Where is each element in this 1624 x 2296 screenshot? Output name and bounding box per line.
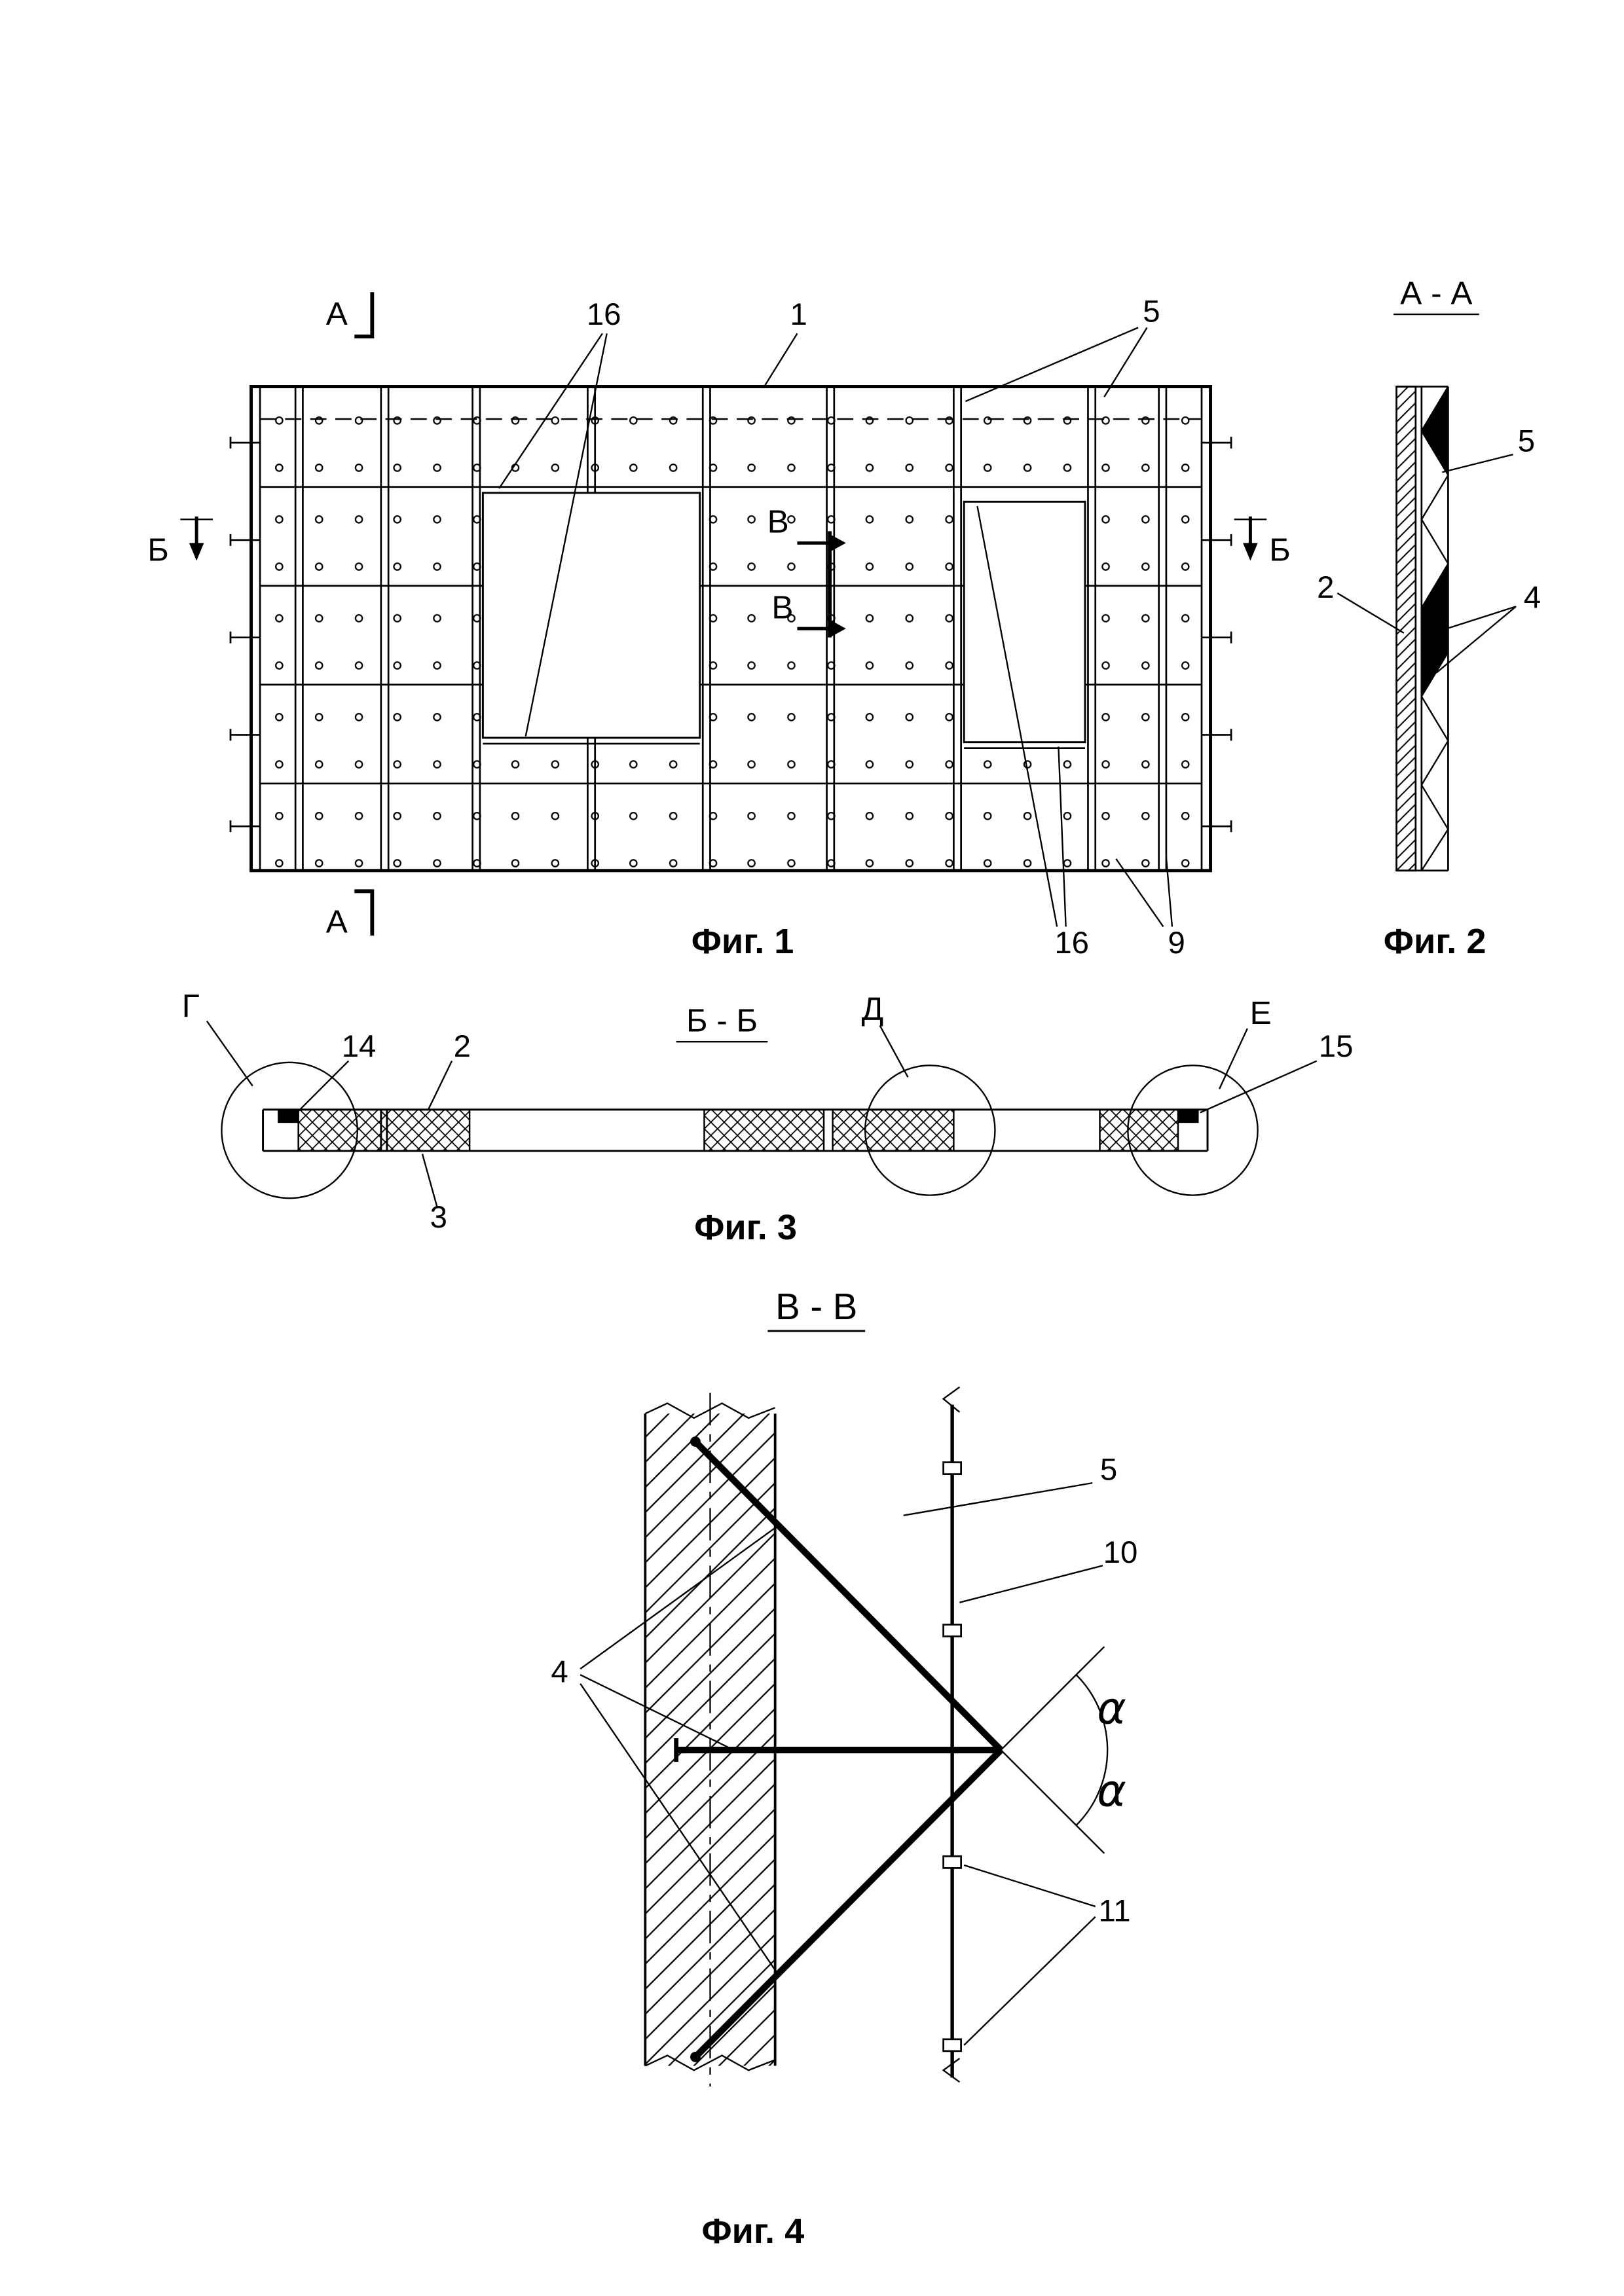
fig4-anchor-hook-top xyxy=(690,1436,701,1447)
fig1-section-v-label-upper: В xyxy=(767,503,789,540)
fig4-anchor-hook-bottom xyxy=(690,2051,701,2062)
fig3-ref-15-label: 15 xyxy=(1319,1029,1354,1064)
fig1-horizontal-joint-lines xyxy=(260,486,1202,785)
fig4-caption: Фиг. 4 xyxy=(702,2212,805,2251)
fig3-section-title: Б - Б xyxy=(686,1002,758,1038)
fig1-section-b-arrowhead-left xyxy=(189,543,204,561)
fig3-corner-angle-right xyxy=(1177,1109,1199,1123)
fig3-ref-2-label: 2 xyxy=(454,1029,471,1064)
fig1-ref-16-bottom-label: 16 xyxy=(1054,926,1089,960)
fig2-caption: Фиг. 2 xyxy=(1384,922,1486,961)
fig3-caption: Фиг. 3 xyxy=(694,1208,797,1247)
fig4-clip-4 xyxy=(942,2038,962,2052)
fig3-detail-e-label: Е xyxy=(1250,994,1272,1031)
fig4-leader-lines xyxy=(580,1482,1103,2046)
fig3-panel-segment-3 xyxy=(832,1108,955,1152)
fig2-section-a-a: А - А 5 2 4 Фиг. 2 xyxy=(1317,274,1541,961)
fig3-panel-segment-4 xyxy=(1099,1108,1179,1152)
fig4-clip-3 xyxy=(942,1855,962,1869)
fig3-leader-lines xyxy=(206,1020,1318,1207)
fig3-panel-segment-2 xyxy=(703,1108,825,1152)
fig1-ref-9-label: 9 xyxy=(1168,926,1185,960)
fig1-section-a-mark-top xyxy=(354,292,375,338)
fig4-clip-1 xyxy=(942,1461,962,1475)
fig4-ref-10-label: 10 xyxy=(1103,1535,1138,1570)
fig1-section-v-arrowhead-upper xyxy=(830,534,846,552)
fig1-section-a-mark-bottom xyxy=(354,889,375,936)
fig4-angle-extension-lines xyxy=(1000,1646,1105,1854)
fig4-angle-arc xyxy=(1075,1674,1109,1826)
fig1-section-a-label-top: А xyxy=(326,295,348,332)
fig1-ref-1-label: 1 xyxy=(790,297,807,332)
fig1-edge-anchor-ticks xyxy=(229,437,1232,833)
fig1-ref-5-label: 5 xyxy=(1143,294,1160,329)
fig3-corner-angle-left xyxy=(278,1109,299,1123)
fig2-section-title: А - А xyxy=(1400,274,1472,311)
fig3-detail-d-label: Д xyxy=(862,990,884,1027)
fig4-sheet-break-top xyxy=(942,1386,961,1413)
fig2-ref-2-label: 2 xyxy=(1317,570,1334,605)
fig2-filled-gussets xyxy=(1421,386,1449,697)
fig3-detail-circle-g xyxy=(221,1061,358,1199)
fig1-opening-left xyxy=(481,492,701,739)
fig3-ref-3-label: 3 xyxy=(430,1200,447,1235)
fig1-section-b-label-left: Б xyxy=(147,531,169,568)
fig4-section-v-v: В - В 5 10 4 α α 11 Фиг. 4 xyxy=(551,1286,1137,2251)
fig3-detail-circle-e xyxy=(1127,1065,1259,1196)
fig1-section-b-arrowhead-right xyxy=(1243,543,1258,561)
fig1-outer-border xyxy=(249,385,1213,873)
fig4-wall-break-bottom xyxy=(644,2054,776,2071)
fig3-panel-segment-1 xyxy=(297,1108,471,1152)
fig4-section-title: В - В xyxy=(775,1286,857,1327)
fig3-detail-g-label: Г xyxy=(182,987,200,1024)
fig4-alpha-upper-label: α xyxy=(1097,1683,1126,1734)
fig4-ref-11-label: 11 xyxy=(1098,1894,1130,1929)
fig1-section-a-label-bottom: А xyxy=(326,903,348,939)
fig2-ref-5-label: 5 xyxy=(1518,424,1535,459)
fig1-section-v-label-lower: В xyxy=(771,589,793,625)
fig1-section-b-label-right: Б xyxy=(1269,531,1291,568)
fig2-panel-sheet-section xyxy=(1395,386,1417,872)
fig4-ref-5-label: 5 xyxy=(1100,1453,1117,1487)
fig2-ref-4-label: 4 xyxy=(1524,581,1541,615)
fig1-ref-16-top-label: 16 xyxy=(587,297,621,332)
fig3-detail-circle-d xyxy=(864,1065,996,1196)
fig2-leader-lines xyxy=(1337,454,1517,674)
fig4-alpha-lower-label: α xyxy=(1097,1765,1126,1817)
fig1-section-v-arrowhead-lower xyxy=(830,619,846,638)
fig1-caption: Фиг. 1 xyxy=(692,922,794,961)
fig3-strip-outline xyxy=(262,1108,1209,1152)
fig1-leader-lines xyxy=(498,327,1173,928)
fig1-opening-right xyxy=(963,500,1086,744)
fig4-clip-2 xyxy=(942,1624,962,1637)
fig3-ref-14-label: 14 xyxy=(342,1029,377,1064)
fig4-anchor-rods xyxy=(676,1440,1004,2058)
fig1-panel-elevation: А 16 1 5 Б Б В В А 16 9 Фиг. 1 xyxy=(147,292,1291,961)
fig4-wall-break-top xyxy=(644,1402,776,1419)
fig4-sheet-break-bottom xyxy=(942,2058,961,2083)
fig4-ref-4-label: 4 xyxy=(551,1654,568,1689)
fig3-section-b-b: Б - Б Г 14 2 Д Е 15 3 Фиг. 3 xyxy=(182,987,1354,1247)
